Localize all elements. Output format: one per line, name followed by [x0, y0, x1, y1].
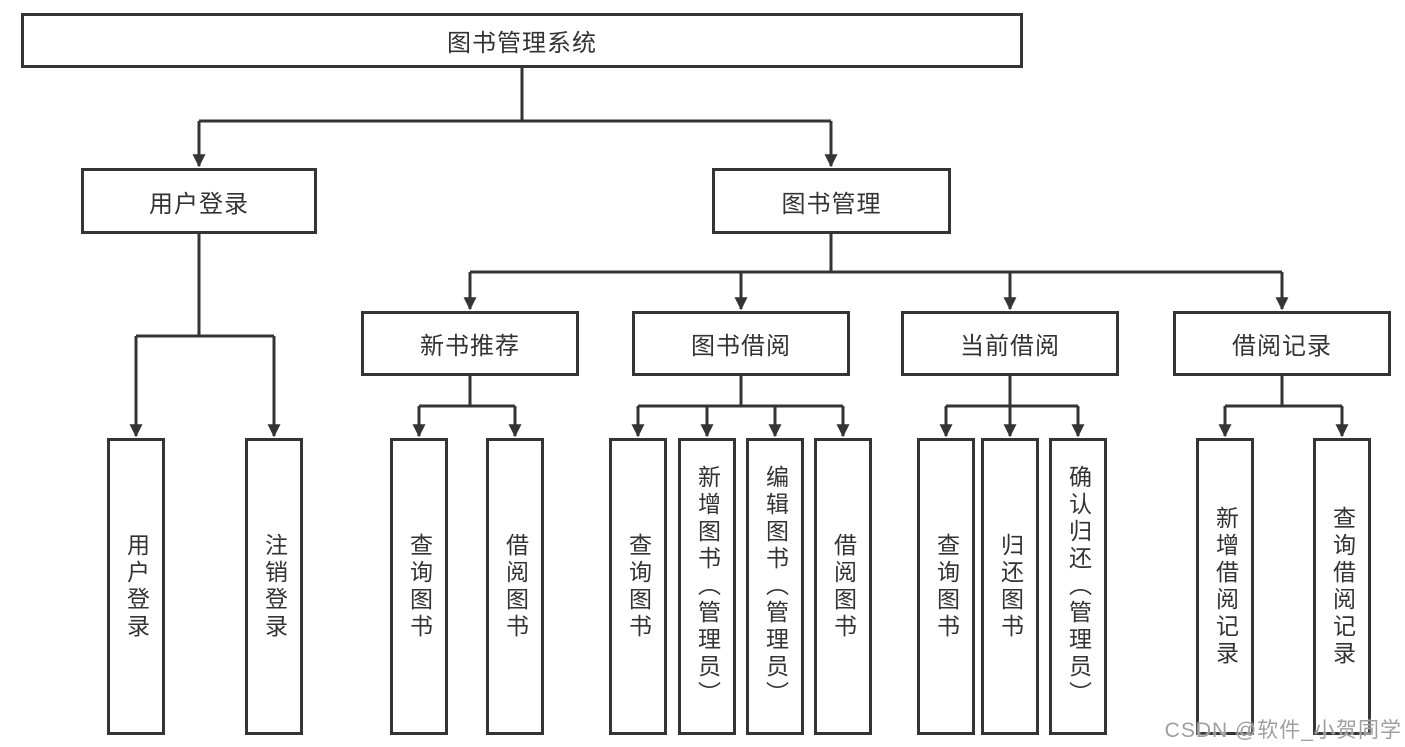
- node-leaf-record-query-record: 查询借阅记录: [1313, 438, 1371, 735]
- node-leaf-current-confirm-return-admin: 确认归还（管理员）: [1049, 438, 1107, 735]
- node-leaf-record-add-record: 新增借阅记录: [1196, 438, 1254, 735]
- node-label: 新增借阅记录: [1212, 505, 1239, 668]
- node-leaf-user-login: 用户登录: [107, 438, 165, 735]
- node-label: 图书借阅: [691, 333, 791, 360]
- node-library-system: 图书管理系统: [21, 13, 1023, 68]
- node-leaf-borrow-borrow-books: 借阅图书: [814, 438, 872, 735]
- node-leaf-current-query-books: 查询图书: [917, 438, 975, 735]
- node-label: 新增图书（管理员）: [694, 465, 721, 708]
- node-label: 图书管理: [781, 190, 882, 218]
- node-label: 查询图书: [933, 532, 960, 641]
- node-label: 当前借阅: [960, 333, 1060, 360]
- csdn-watermark: CSDN @软件_小贺同学: [1164, 719, 1402, 742]
- node-leaf-borrow-edit-books-admin: 编辑图书（管理员）: [746, 438, 804, 735]
- node-user-login: 用户登录: [81, 168, 317, 234]
- node-label: 用户登录: [149, 190, 249, 218]
- node-label: 注销登录: [261, 532, 288, 641]
- node-leaf-newbook-borrow-books: 借阅图书: [486, 438, 544, 735]
- node-leaf-current-return-books: 归还图书: [981, 438, 1039, 735]
- node-leaf-borrow-add-books-admin: 新增图书（管理员）: [678, 438, 736, 735]
- node-label: 确认归还（管理员）: [1065, 465, 1092, 708]
- node-leaf-borrow-query-books: 查询图书: [609, 438, 667, 735]
- node-book-management: 图书管理: [712, 168, 951, 234]
- node-label: 用户登录: [123, 532, 150, 641]
- node-borrow-record: 借阅记录: [1173, 311, 1391, 376]
- node-label: 编辑图书（管理员）: [762, 465, 789, 708]
- node-label: 图书管理系统: [447, 30, 597, 57]
- node-leaf-newbook-query-books: 查询图书: [390, 438, 448, 735]
- node-label: 查询图书: [406, 532, 433, 641]
- node-label: 归还图书: [997, 532, 1024, 641]
- node-current-borrow: 当前借阅: [901, 311, 1119, 376]
- node-label: 借阅图书: [830, 532, 857, 641]
- node-new-book-recommend: 新书推荐: [361, 311, 579, 376]
- node-label: 借阅图书: [502, 532, 529, 641]
- node-label: 查询图书: [625, 532, 652, 641]
- node-leaf-logout: 注销登录: [245, 438, 303, 735]
- node-label: 借阅记录: [1232, 333, 1332, 360]
- node-label: 新书推荐: [420, 333, 520, 360]
- node-label: 查询借阅记录: [1329, 505, 1356, 668]
- node-book-borrow: 图书借阅: [632, 311, 850, 376]
